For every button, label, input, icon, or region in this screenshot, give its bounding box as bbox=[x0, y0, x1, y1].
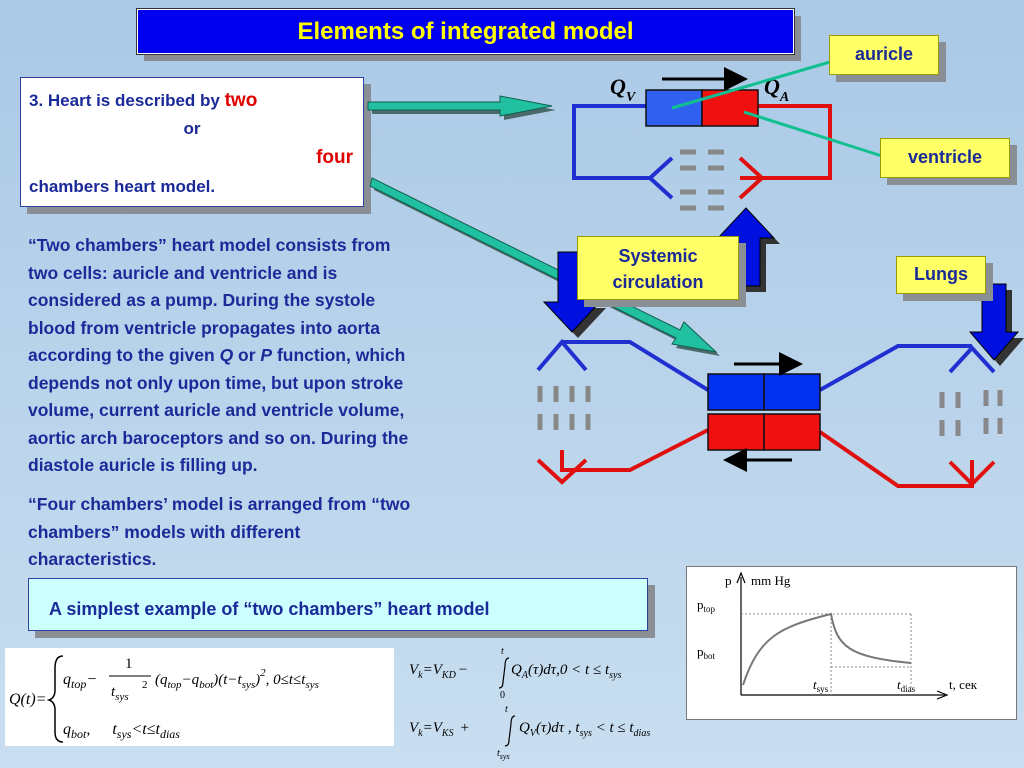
para2-line: chambers” models with different bbox=[28, 521, 301, 542]
v-eq2: Vk=VKS+ bbox=[409, 720, 470, 739]
q-frac-pow: 2 bbox=[142, 679, 148, 691]
para1-line: according to the given Q or P function, … bbox=[28, 345, 406, 365]
para1-line: blood from ventricle propagates into aor… bbox=[28, 317, 380, 338]
v-eq1: Vk=VKD− bbox=[409, 662, 468, 681]
para1-line: aortic arch baroceptors and so on. Durin… bbox=[28, 427, 409, 448]
pressure-graph: p mm Hg ptop pbot tsys tdias t, сек bbox=[686, 566, 1017, 720]
desc-prefix: 3. Heart is described by bbox=[29, 91, 225, 110]
para1-line: diastole auricle is filling up. bbox=[28, 455, 258, 475]
q-formula: Q(t)= qtop− 1 tsys 2 (qtop−qbot)(t−tsys)… bbox=[5, 648, 394, 746]
para1-line: “Two chambers” heart model consists from bbox=[28, 235, 391, 255]
graph-p-bot: pbot bbox=[697, 644, 716, 661]
lower-red-cell-left bbox=[707, 413, 765, 451]
upper-circuit bbox=[572, 104, 832, 211]
lungs-label: Lungs bbox=[896, 256, 986, 294]
graph-t-dias: tdias bbox=[897, 677, 916, 694]
lower-circuit bbox=[536, 338, 1003, 488]
graph-y-axis: p bbox=[725, 573, 732, 588]
pressure-curve bbox=[742, 612, 912, 686]
desc-four: four bbox=[316, 147, 353, 168]
q-row1: qtop− bbox=[63, 671, 97, 691]
pressure-graph-svg: p mm Hg ptop pbot tsys tdias t, сек bbox=[697, 571, 978, 700]
v-eq1-body: QA(τ)dτ,0 < t ≤ tsys bbox=[511, 662, 621, 681]
page-title: Elements of integrated model bbox=[136, 8, 795, 55]
ventricle-label: ventricle bbox=[880, 138, 1010, 178]
q-frac-num: 1 bbox=[125, 656, 133, 672]
four-chambers-paragraph: “Four chambers’ model is arranged from “… bbox=[28, 491, 410, 574]
pointer-arrow-lower bbox=[369, 177, 720, 356]
para2-line: “Four chambers’ model is arranged from “… bbox=[28, 494, 411, 514]
para1-line: two cells: auricle and ventricle and is bbox=[28, 262, 338, 283]
desc-two: two bbox=[224, 90, 258, 111]
v-formulas: Vk=VKD− t 0 QA(τ)dτ,0 < t ≤ tsys Vk=VKS+… bbox=[409, 646, 650, 761]
systemic-circulation-label: Systemic circulation bbox=[577, 236, 739, 300]
para1-line: depends not only upon time, but upon str… bbox=[28, 372, 404, 393]
example-caption: A simplest example of “two chambers” hea… bbox=[28, 578, 648, 631]
q-formula-svg: Q(t)= qtop− 1 tsys 2 (qtop−qbot)(t−tsys)… bbox=[9, 655, 319, 743]
graph-p-top: ptop bbox=[697, 597, 716, 614]
desc-or: or bbox=[183, 119, 201, 138]
graph-t-sys: tsys bbox=[813, 677, 829, 694]
v-eq2-upper: t bbox=[505, 704, 508, 715]
two-chambers-paragraph: “Two chambers” heart model consists from… bbox=[28, 232, 408, 480]
q-row1-rest: (qtop−qbot)(t−tsys)2, 0≤t≤tsys bbox=[155, 667, 319, 691]
para1-line: volume, current auricle and ventricle vo… bbox=[28, 400, 405, 420]
upper-ventricle-cell bbox=[701, 89, 759, 127]
v-eq2-lower: tsys bbox=[497, 748, 510, 761]
q-row2: qbot,tsys<t≤tdias bbox=[63, 721, 180, 741]
auricle-label: auricle bbox=[829, 35, 939, 75]
ventricle-leader bbox=[743, 110, 883, 158]
q-frac-den: tsys bbox=[111, 684, 129, 703]
q-lhs: Q(t)= bbox=[9, 691, 46, 708]
qv-label: QV bbox=[610, 74, 637, 105]
para2-line: characteristics. bbox=[28, 549, 157, 569]
pointer-arrow-upper bbox=[367, 95, 556, 120]
graph-y-unit: mm Hg bbox=[751, 573, 791, 588]
lower-blue-cell-right bbox=[763, 373, 821, 411]
lower-blue-cell-left bbox=[707, 373, 765, 411]
auricle-leader bbox=[671, 60, 831, 110]
lower-red-cell-right bbox=[763, 413, 821, 451]
para1-line: considered as a pump. During the systole bbox=[28, 290, 376, 310]
systemic-line1: Systemic bbox=[618, 246, 698, 266]
v-eq1-lower: 0 bbox=[500, 690, 505, 701]
v-eq1-upper: t bbox=[501, 646, 504, 657]
desc-suffix: chambers heart model. bbox=[29, 177, 216, 196]
heart-model-description: 3. Heart is described by two or four cha… bbox=[20, 77, 364, 207]
lungs-down-arrow bbox=[968, 283, 1024, 366]
v-eq2-body: QV(τ)dτ , tsys < t ≤ tdias bbox=[519, 720, 650, 739]
systemic-line2: circulation bbox=[612, 272, 704, 292]
graph-x-axis: t, сек bbox=[949, 677, 978, 692]
